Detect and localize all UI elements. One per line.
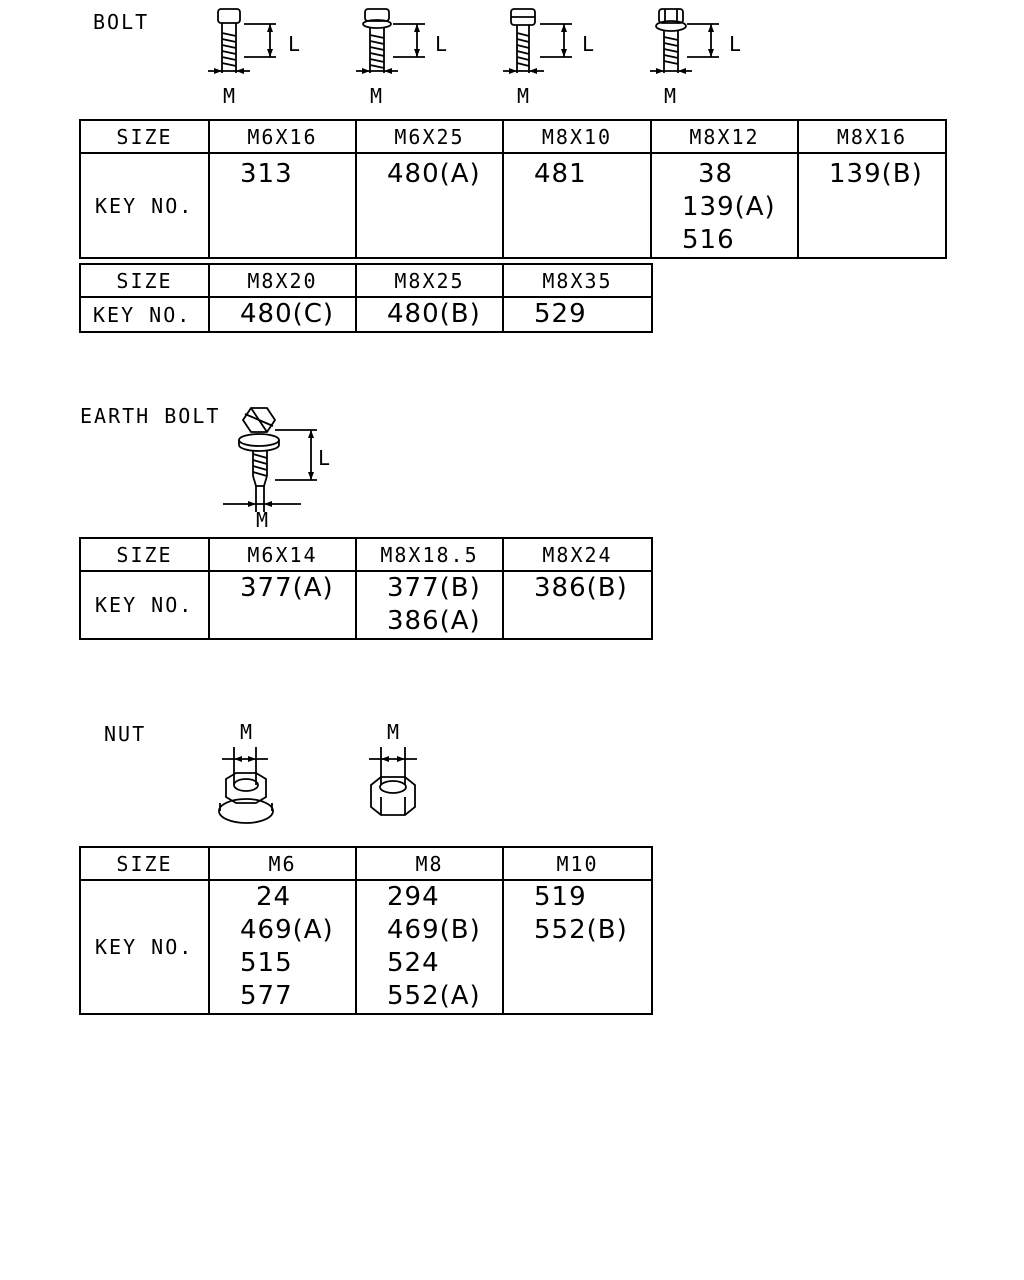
bolt-figure-3 (503, 8, 572, 74)
size-cell: M8X20 (208, 263, 357, 298)
size-cell: M10 (502, 846, 653, 881)
key-number: 480(A) (387, 159, 481, 189)
bolt-figure-4 (650, 8, 719, 74)
key-no-label: KEY NO. (79, 296, 210, 333)
nut-figure-2 (369, 747, 417, 816)
key-cell: 481 (502, 152, 652, 259)
key-number: 24 (256, 882, 292, 912)
key-number: 480(C) (240, 299, 335, 329)
key-no-label: KEY NO. (79, 570, 210, 640)
bolt-title: BOLT (93, 10, 150, 34)
key-number: 139(B) (829, 159, 923, 189)
key-number: 552(B) (534, 915, 628, 945)
table-key-row: KEY NO. 24 469(A) 515 577 294 469(B) 524… (79, 879, 653, 1015)
bolt1-dim-l: L (288, 32, 301, 56)
table-header-row: SIZE M8X20 M8X25 M8X35 (79, 263, 653, 298)
table-header-row: SIZE M6X16 M6X25 M8X10 M8X12 M8X16 (79, 119, 947, 154)
key-number: 516 (682, 225, 735, 255)
nut-title: NUT (104, 722, 147, 746)
bolt4-dim-l: L (729, 32, 742, 56)
table-key-row: KEY NO. 480(C) 480(B) 529 (79, 296, 653, 333)
bolt3-dim-l: L (582, 32, 595, 56)
earth-bolt-dim-m: M (256, 508, 269, 532)
key-number: 386(A) (387, 606, 481, 636)
nut2-dim-m: M (387, 720, 400, 744)
key-number: 139(A) (682, 192, 776, 222)
key-cell: 529 (502, 296, 653, 333)
nut-figure-1 (218, 747, 274, 824)
nut1-dim-m: M (240, 720, 253, 744)
key-cell: 480(C) (208, 296, 357, 333)
key-cell: 139(B) (797, 152, 947, 259)
key-cell: 313 (208, 152, 357, 259)
key-number: 313 (240, 159, 293, 189)
bolt3-dim-m: M (517, 84, 530, 108)
table-header-row: SIZE M6 M8 M10 (79, 846, 653, 881)
size-label: SIZE (79, 263, 210, 298)
key-number: 377(B) (387, 573, 481, 603)
bolt-size-table-2: SIZE M8X20 M8X25 M8X35 KEY NO. 480(C) 48… (79, 263, 653, 333)
key-cell: 294 469(B) 524 552(A) (355, 879, 504, 1015)
key-cell: 377(B) 386(A) (355, 570, 504, 640)
key-cell: 24 469(A) 515 577 (208, 879, 357, 1015)
size-cell: M8X24 (502, 537, 653, 572)
bolt2-dim-l: L (435, 32, 448, 56)
table-key-row: KEY NO. 377(A) 377(B) 386(A) 386(B) (79, 570, 653, 640)
key-cell: 519 552(B) (502, 879, 653, 1015)
key-number: 519 (534, 882, 587, 912)
key-number: 294 (387, 882, 440, 912)
bolt-figure-1 (208, 8, 276, 74)
key-cell: 480(B) (355, 296, 504, 333)
key-number: 524 (387, 948, 440, 978)
earth-bolt-figure (223, 407, 317, 512)
key-number: 469(B) (387, 915, 481, 945)
size-cell: M6X14 (208, 537, 357, 572)
size-cell: M8X25 (355, 263, 504, 298)
size-cell: M8X12 (650, 119, 799, 154)
size-label: SIZE (79, 846, 210, 881)
size-cell: M8X10 (502, 119, 652, 154)
key-cell: 386(B) (502, 570, 653, 640)
table-key-row: KEY NO. 313 480(A) 481 38 139(A) 516 139… (79, 152, 947, 259)
bolt1-dim-m: M (223, 84, 236, 108)
earth-bolt-dim-l: L (318, 446, 331, 470)
size-label: SIZE (79, 537, 210, 572)
key-cell: 38 139(A) 516 (650, 152, 799, 259)
earth-bolt-title: EARTH BOLT (80, 404, 221, 428)
size-cell: M6X25 (355, 119, 504, 154)
key-number: 469(A) (240, 915, 334, 945)
key-number: 38 (698, 159, 734, 189)
earth-bolt-size-table: SIZE M6X14 M8X18.5 M8X24 KEY NO. 377(A) … (79, 537, 653, 640)
key-no-label: KEY NO. (79, 152, 210, 259)
key-number: 577 (240, 981, 293, 1011)
key-number: 480(B) (387, 299, 481, 329)
bolt4-dim-m: M (664, 84, 677, 108)
key-number: 552(A) (387, 981, 481, 1011)
key-number: 377(A) (240, 573, 334, 603)
key-cell: 377(A) (208, 570, 357, 640)
size-cell: M8X18.5 (355, 537, 504, 572)
key-number: 515 (240, 948, 293, 978)
size-cell: M8 (355, 846, 504, 881)
bolt-figure-2 (356, 8, 425, 74)
bolt-size-table-1: SIZE M6X16 M6X25 M8X10 M8X12 M8X16 KEY N… (79, 119, 947, 259)
key-number: 386(B) (534, 573, 628, 603)
size-label: SIZE (79, 119, 210, 154)
size-cell: M6X16 (208, 119, 357, 154)
key-no-label: KEY NO. (79, 879, 210, 1015)
key-number: 481 (534, 159, 587, 189)
size-cell: M8X16 (797, 119, 947, 154)
size-cell: M6 (208, 846, 357, 881)
key-cell: 480(A) (355, 152, 504, 259)
size-cell: M8X35 (502, 263, 653, 298)
bolt2-dim-m: M (370, 84, 383, 108)
nut-size-table: SIZE M6 M8 M10 KEY NO. 24 469(A) 515 577… (79, 846, 653, 1015)
table-header-row: SIZE M6X14 M8X18.5 M8X24 (79, 537, 653, 572)
key-number: 529 (534, 299, 587, 329)
